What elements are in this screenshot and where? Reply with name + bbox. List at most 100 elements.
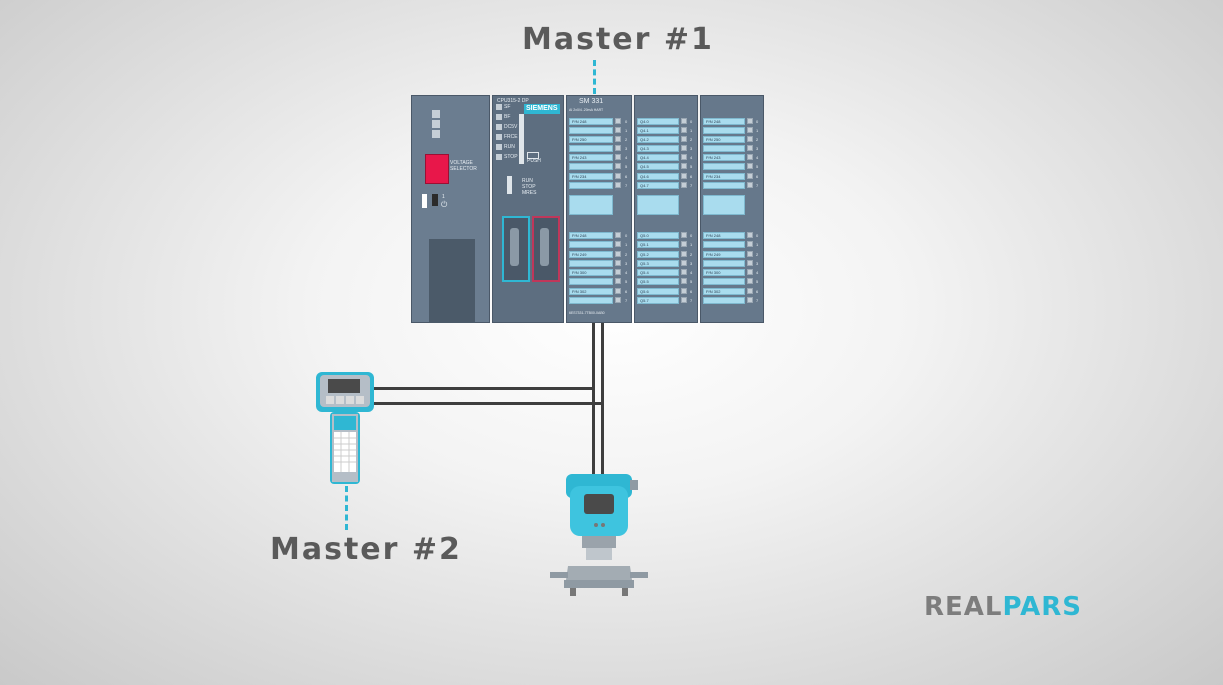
channel-led (615, 297, 621, 303)
cable-vertical-2 (601, 323, 604, 475)
cpu-module: CPU315-2 DP SIEMENS SF BF DC5V FRCE RUN … (492, 95, 564, 323)
psu-led (432, 130, 440, 138)
psu-switch-label: 1 (442, 194, 445, 200)
io-slot-blank (569, 195, 613, 215)
channel-number: 3 (690, 146, 693, 151)
io-slot: Q4.1 (637, 127, 679, 134)
io-slot (703, 182, 745, 189)
channel-led (615, 260, 621, 266)
channel-number: 7 (625, 298, 628, 303)
push-button[interactable] (527, 152, 539, 159)
mode-selector-switch[interactable] (507, 176, 512, 194)
channel-led (681, 269, 687, 275)
cpu-model: CPU315-2 DP (497, 98, 529, 104)
io-slot (569, 182, 613, 189)
io-slot: Q4.0 (637, 118, 679, 125)
channel-number: 6 (756, 174, 759, 179)
channel-number: 3 (756, 146, 759, 151)
channel-number: 5 (690, 164, 693, 169)
power-switch[interactable] (422, 194, 427, 208)
channel-number: 2 (625, 137, 628, 142)
voltage-selector-switch[interactable] (425, 154, 449, 184)
cable-horizontal-1 (372, 387, 595, 390)
io-slot (703, 163, 745, 170)
channel-led (747, 251, 753, 257)
cpu-led-label: DC5V (504, 124, 518, 130)
channel-led (681, 136, 687, 142)
io-slot: P/N 248 (703, 232, 745, 239)
channel-number: 0 (625, 233, 628, 238)
channel-led (615, 232, 621, 238)
io-slot (703, 260, 745, 267)
channel-number: 4 (756, 270, 759, 275)
channel-led (681, 232, 687, 238)
channel-led (615, 251, 621, 257)
channel-led (681, 297, 687, 303)
mpi-port[interactable] (502, 216, 530, 282)
memory-card-slot (519, 114, 524, 164)
channel-led (747, 260, 753, 266)
channel-number: 2 (756, 252, 759, 257)
channel-led (615, 288, 621, 294)
channel-led (681, 241, 687, 247)
psu-text: SELECTOR (450, 166, 477, 172)
io-slot (569, 163, 613, 170)
channel-led (681, 127, 687, 133)
mode-label: STOP (522, 184, 536, 190)
cpu-brand: SIEMENS (524, 104, 560, 114)
channel-number: 7 (625, 183, 628, 188)
io-slot: P/N 300 (703, 269, 745, 276)
channel-number: 5 (625, 279, 628, 284)
psu-text: VOLTAGE (450, 160, 473, 166)
mode-label: MRES (522, 190, 537, 196)
power-supply-module: VOLTAGE SELECTOR 1 ⏻ (411, 95, 490, 323)
channel-led (615, 278, 621, 284)
io-slot: Q5.7 (637, 297, 679, 304)
push-label: PUSH (527, 158, 541, 164)
psu-terminal-cover (429, 239, 475, 323)
handheld-communicator-icon (316, 372, 374, 484)
io-slot: P/N 243 (569, 154, 613, 161)
pressure-transmitter-icon (550, 474, 648, 596)
channel-led (615, 269, 621, 275)
io-slot: Q5.4 (637, 269, 679, 276)
channel-number: 1 (690, 128, 693, 133)
channel-number: 4 (756, 155, 759, 160)
io-slot: P/N 234 (703, 173, 745, 180)
io-slot: P/N 249 (703, 251, 745, 258)
io-slot (569, 145, 613, 152)
cpu-led-label: SF (504, 104, 511, 110)
master-2-label: Master #2 (270, 532, 462, 567)
io-slot: Q4.7 (637, 182, 679, 189)
io-slot: Q5.5 (637, 278, 679, 285)
mode-label: RUN (522, 178, 533, 184)
io-slot: Q5.3 (637, 260, 679, 267)
channel-number: 2 (690, 137, 693, 142)
channel-led (747, 127, 753, 133)
channel-number: 3 (625, 261, 628, 266)
channel-number: 5 (690, 279, 693, 284)
channel-number: 2 (690, 252, 693, 257)
dp-port[interactable] (532, 216, 560, 282)
channel-number: 4 (690, 270, 693, 275)
channel-led (615, 241, 621, 247)
io-slot: Q4.3 (637, 145, 679, 152)
io-slot: Q5.2 (637, 251, 679, 258)
cpu-led (496, 144, 502, 150)
channel-number: 7 (756, 183, 759, 188)
channel-led (747, 278, 753, 284)
channel-number: 1 (625, 128, 628, 133)
io-slot (703, 297, 745, 304)
port-connector-icon (510, 228, 519, 266)
psu-led (432, 110, 440, 118)
io-slot: P/N 250 (703, 136, 745, 143)
analog-module-3: P/N 248 P/N 250 P/N 243 P/N 234 P/N 248 … (700, 95, 764, 323)
master-2-pointer (345, 486, 348, 530)
io-slot: Q4.5 (637, 163, 679, 170)
brand-part-2: PARS (1002, 592, 1083, 622)
io-slot (569, 241, 613, 248)
channel-number: 6 (756, 289, 759, 294)
io-slot: P/N 300 (569, 269, 613, 276)
io-slot (569, 260, 613, 267)
analog-input-module: SM 331 AI 2x0/4..20mA HART P/N 248 P/N 2… (566, 95, 632, 323)
